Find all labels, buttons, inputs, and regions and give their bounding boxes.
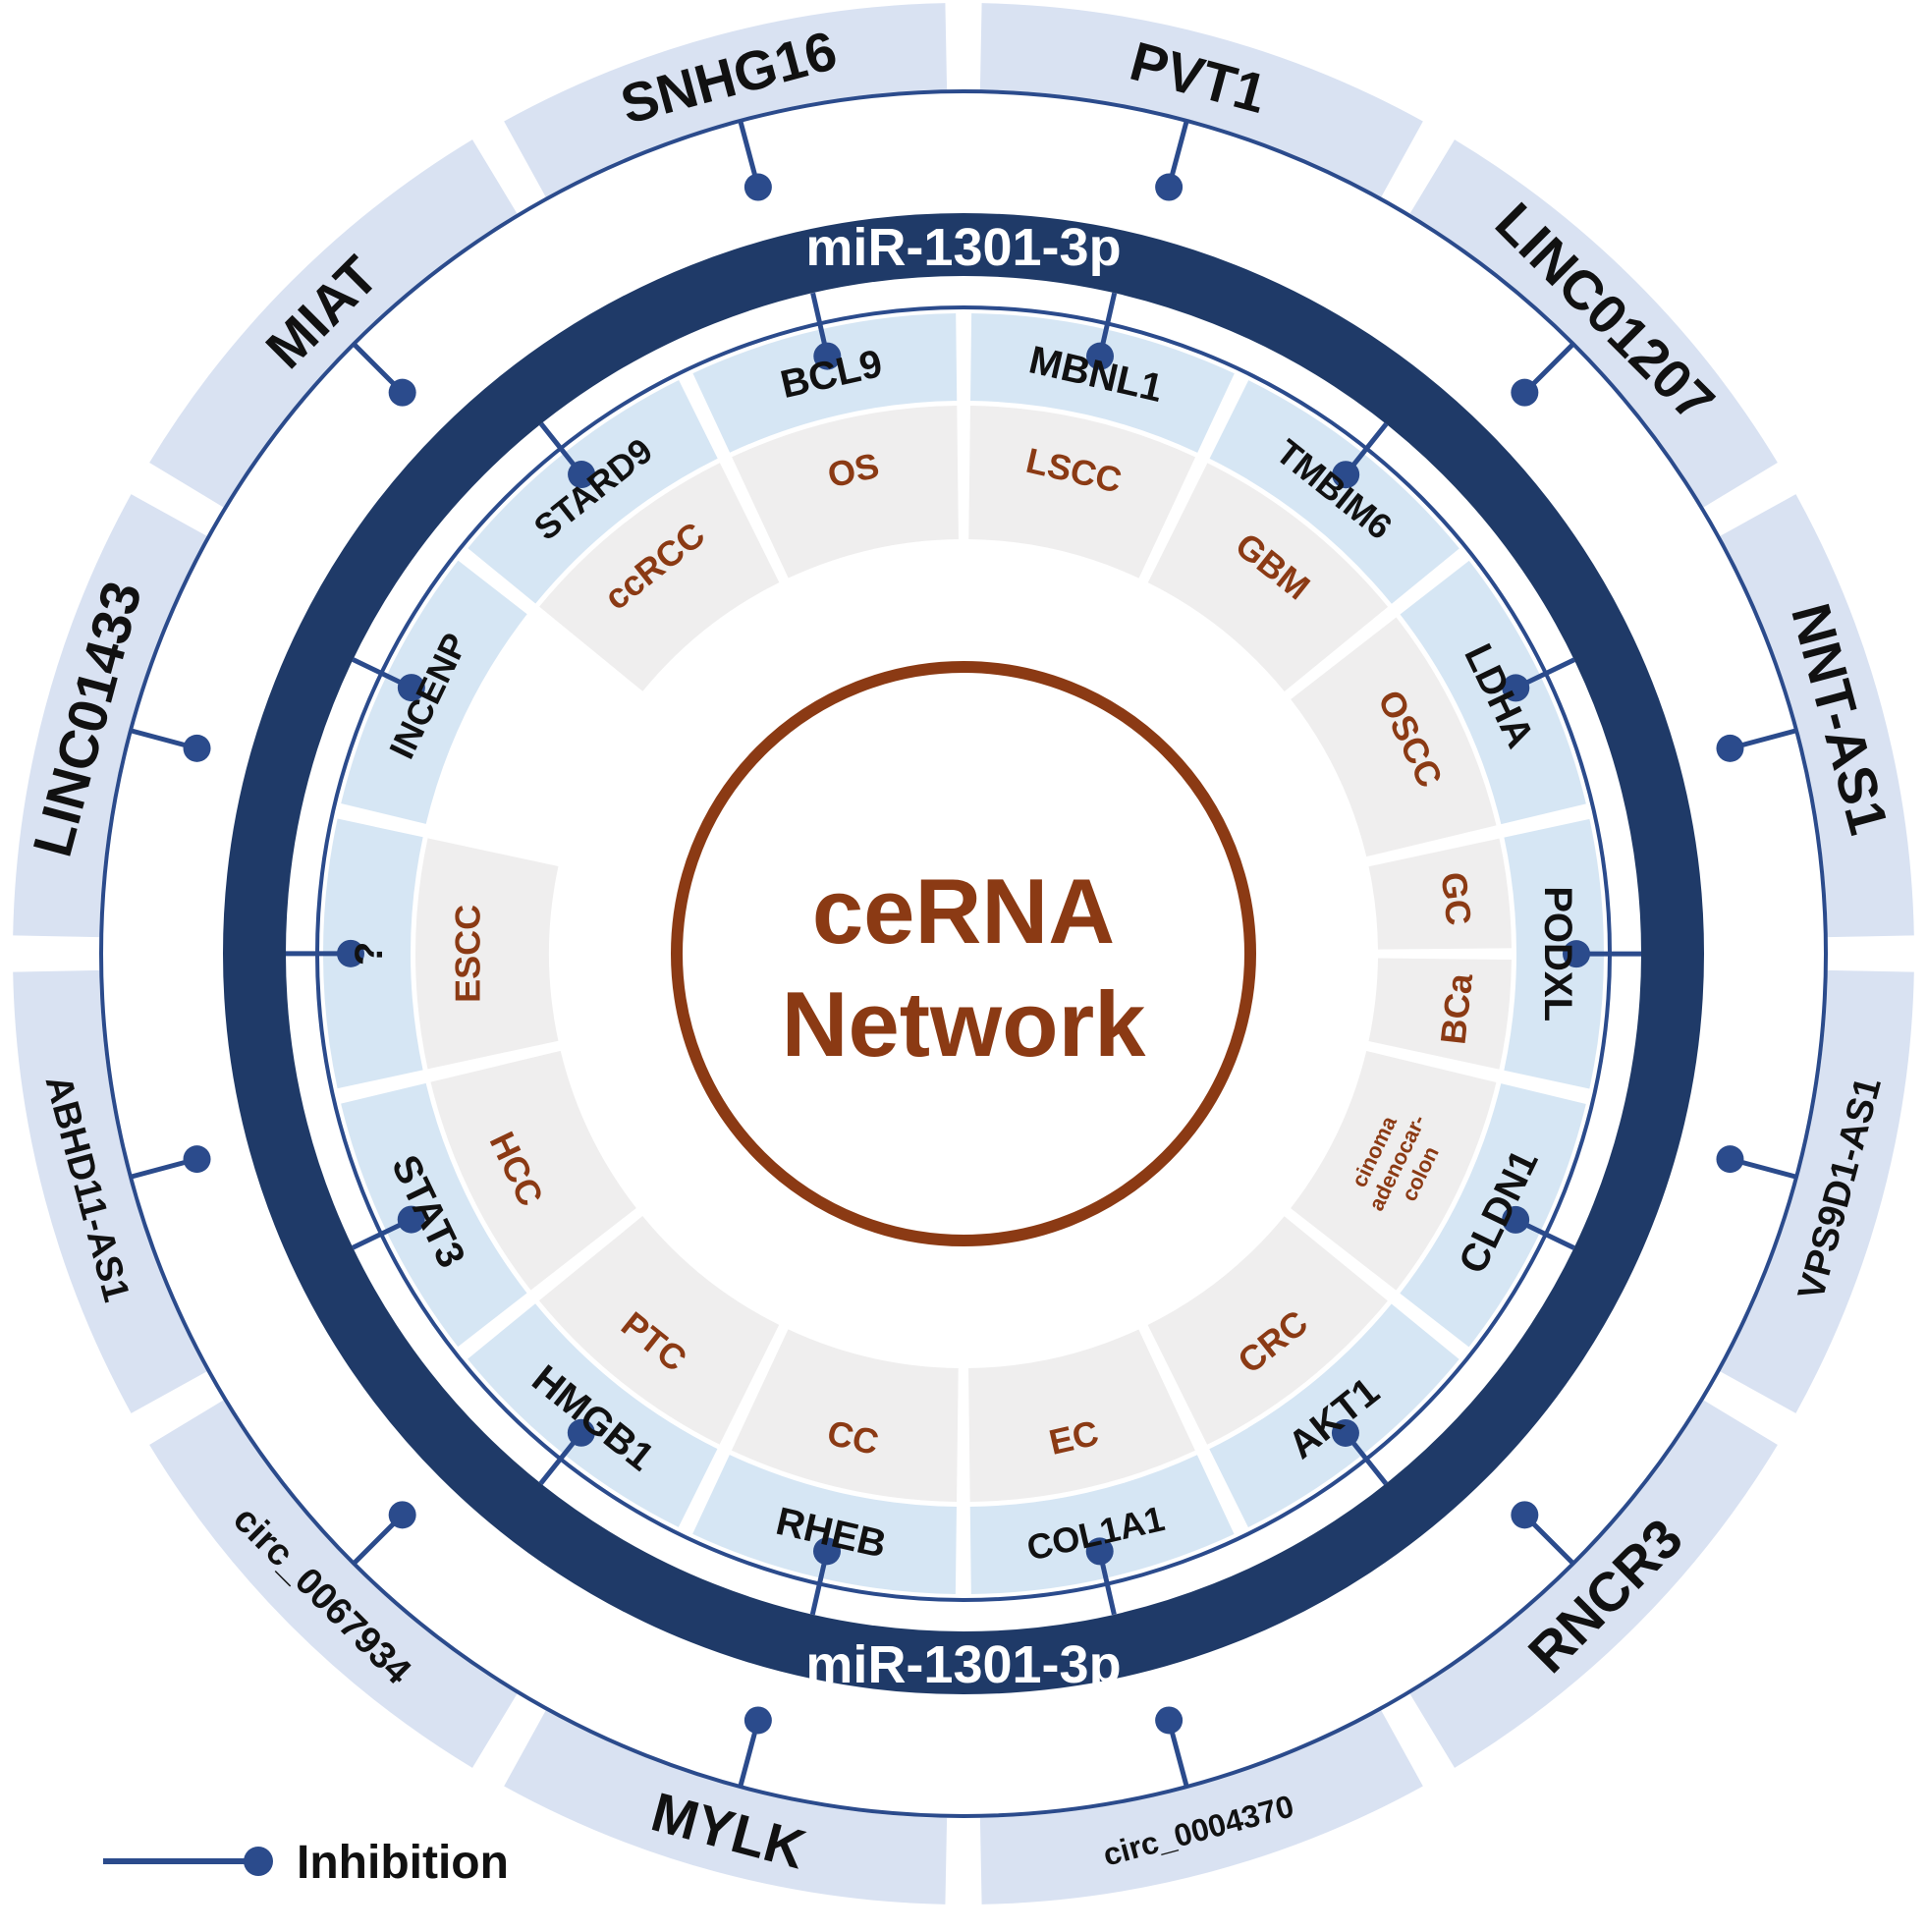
inhibition-dot [744, 174, 772, 201]
inhibition-linc01207 [1511, 344, 1572, 406]
inhibition-circ-0067934 [354, 1501, 415, 1563]
gene-label-unknown: ? [348, 942, 391, 966]
center-layer: ceRNA Network [677, 667, 1250, 1241]
inhibition-vps9d1-as1 [1716, 1145, 1796, 1177]
gene-label-podxl: PODXL [1536, 886, 1579, 1021]
legend-inhibition-dot [244, 1847, 273, 1876]
inhibition-dot [1511, 1501, 1538, 1528]
inhibition-dot [744, 1706, 772, 1734]
inhibition-rncr3 [1511, 1501, 1572, 1563]
cancer-label-escc: ESCC [447, 905, 487, 1003]
inhibition-circ-0004370 [1155, 1706, 1186, 1787]
mirna-label-bottom: miR-1301-3p [805, 1635, 1121, 1694]
cancer-label-gc: GC [1434, 870, 1480, 927]
inhibition-mylk [741, 1706, 772, 1787]
inhibition-dot [1716, 1145, 1743, 1173]
center-title-line1: ceRNA [812, 859, 1115, 963]
inhibition-dot [1511, 379, 1538, 407]
inhibition-snhg16 [741, 121, 772, 201]
inhibition-pvt1 [1155, 121, 1186, 201]
center-title-line2: Network [782, 972, 1147, 1076]
cancer-label-bca: BCa [1432, 970, 1480, 1046]
inhibition-nnt-as1 [1716, 731, 1796, 762]
inhibition-dot [389, 1501, 416, 1528]
legend-inhibition-label: Inhibition [297, 1837, 509, 1889]
mirna-label-top: miR-1301-3p [805, 218, 1121, 277]
inhibition-linc01433 [131, 731, 211, 762]
inhibition-dot [1716, 735, 1743, 762]
inhibition-miat [354, 344, 415, 406]
legend: Inhibition [103, 1837, 509, 1889]
inhibition-dot [184, 1145, 211, 1173]
inhibition-dot [184, 735, 211, 762]
inhibition-dot [389, 379, 416, 407]
inhibition-abhd11-as1 [131, 1145, 211, 1177]
inhibition-dot [1155, 1706, 1183, 1734]
inhibition-dot [1155, 174, 1183, 201]
outer-band-circ-0004370 [980, 1710, 1423, 1904]
